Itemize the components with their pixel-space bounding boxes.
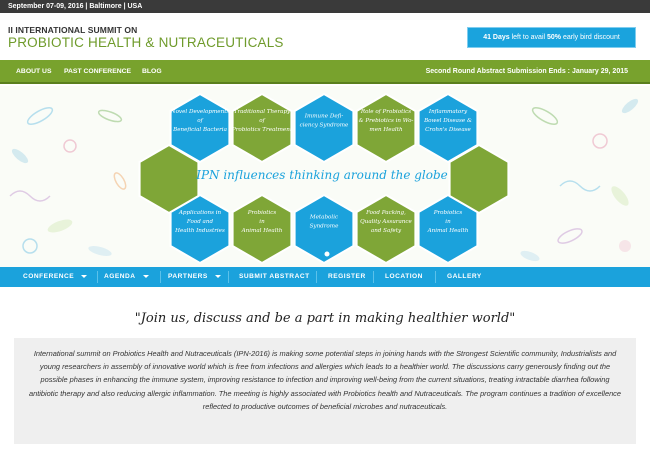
hexagon-label-line: in bbox=[259, 219, 265, 225]
event-date-location: September 07-09, 2016 | Baltimore | USA bbox=[8, 3, 143, 10]
topic-hexagon-top-2[interactable] bbox=[231, 92, 293, 164]
topic-hexagon-bottom-4[interactable] bbox=[355, 193, 417, 265]
hexagon-label-line: Food and bbox=[186, 219, 214, 225]
deadline-label: Second Round Abstract Submission Ends : bbox=[425, 68, 572, 75]
topic-hexagon-top-4[interactable] bbox=[355, 92, 417, 164]
hexagon-label-line: Crohn's Disease bbox=[425, 127, 471, 133]
secondary-nav: CONFERENCE AGENDA PARTNERS SUBMIT ABSTRA… bbox=[0, 267, 650, 287]
nav-partners[interactable]: PARTNERS bbox=[168, 267, 221, 287]
nav-divider bbox=[228, 271, 229, 283]
nav-conference[interactable]: CONFERENCE bbox=[23, 267, 88, 287]
hexagon-label-line: & Prebiotics in Wo- bbox=[359, 118, 414, 124]
nav-about-us[interactable]: ABOUT US bbox=[16, 68, 52, 75]
logo-line2[interactable]: PROBIOTIC HEALTH & NUTRACEUTICALS bbox=[8, 35, 284, 50]
promo-percent: 50% bbox=[547, 34, 562, 41]
hexagon-label-line: Traditional Therapy bbox=[234, 109, 291, 115]
hexagon-label-line: Food Packing, bbox=[365, 210, 406, 216]
nav-agenda[interactable]: AGENDA bbox=[104, 267, 149, 287]
topic-hexagons bbox=[138, 92, 510, 265]
chevron-down-icon bbox=[142, 274, 149, 278]
hexagon-label-line: Probiotics bbox=[247, 210, 277, 216]
hexagon-label-line: Inflammatory bbox=[428, 109, 468, 115]
hexagon-label-line: Probiotics bbox=[433, 210, 463, 216]
nav-divider bbox=[160, 271, 161, 283]
top-info-bar: September 07-09, 2016 | Baltimore | USA bbox=[0, 0, 650, 13]
topic-hexagon-bottom-2[interactable] bbox=[231, 193, 293, 265]
hexagon-label-line: Syndrome bbox=[310, 224, 340, 230]
hexagon-label-line: of bbox=[197, 118, 203, 124]
nav-divider bbox=[373, 271, 374, 283]
hexagon-label-line: Bowel Disease & bbox=[423, 118, 472, 124]
nav-conference-label: CONFERENCE bbox=[23, 273, 75, 280]
nav-divider bbox=[435, 271, 436, 283]
hexagon-label-line: Animal Health bbox=[241, 228, 283, 234]
hexagon-label-line: Novel Developments bbox=[170, 109, 230, 115]
hexagon-label-line: men Health bbox=[369, 127, 403, 133]
tagline: "Join us, discuss and be a part in makin… bbox=[134, 311, 516, 326]
hexagon-label-line: Health Industries bbox=[174, 228, 225, 234]
nav-past-conference[interactable]: PAST CONFERENCE bbox=[64, 68, 132, 75]
nav-register[interactable]: REGISTER bbox=[328, 273, 366, 280]
hexagon-label-line: Animal Health bbox=[427, 228, 469, 234]
early-bird-promo[interactable]: 41 Days left to avail 50% early bird dis… bbox=[467, 27, 636, 48]
nav-agenda-label: AGENDA bbox=[104, 273, 136, 280]
nav-divider bbox=[97, 271, 98, 283]
topic-hexagon-top-5[interactable] bbox=[417, 92, 479, 164]
logo-line1[interactable]: II INTERNATIONAL SUMMIT ON bbox=[8, 25, 138, 35]
site-header: II INTERNATIONAL SUMMIT ON PROBIOTIC HEA… bbox=[0, 13, 650, 60]
banner-slogan: IPN influences thinking around the globe bbox=[195, 168, 448, 182]
nav-partners-label: PARTNERS bbox=[168, 273, 208, 280]
hexagon-label-line: and Safety bbox=[371, 228, 402, 234]
hexagon-label-line: in bbox=[445, 219, 451, 225]
hexagon-label-line: Role of Probiotics bbox=[360, 109, 411, 115]
hexagon-label-line: Applications in bbox=[178, 210, 222, 216]
nav-divider bbox=[316, 271, 317, 283]
promo-days: 41 Days bbox=[483, 34, 510, 41]
nav-submit-abstract[interactable]: SUBMIT ABSTRACT bbox=[239, 273, 310, 280]
chevron-down-icon bbox=[214, 274, 221, 278]
abstract-deadline: Second Round Abstract Submission Ends : … bbox=[426, 68, 628, 75]
primary-nav: ABOUT US PAST CONFERENCE BLOG Second Rou… bbox=[0, 60, 650, 84]
topic-hexagon-top-3[interactable] bbox=[293, 92, 355, 164]
hexagon-label-line: Immune Defi- bbox=[304, 114, 344, 120]
deadline-date: January 29, 2015 bbox=[571, 68, 628, 75]
hexagon-label-line: Metabolic bbox=[309, 215, 339, 221]
promo-end: early bird discount bbox=[561, 34, 620, 41]
hexagon-label-line: Quality Assurance bbox=[360, 219, 412, 225]
hexagon-label-line: Beneficial Bacteria bbox=[172, 127, 227, 133]
nav-location[interactable]: LOCATION bbox=[385, 273, 423, 280]
microbe-decoration bbox=[9, 98, 639, 262]
decorative-hexagon-right bbox=[448, 143, 510, 215]
nav-blog[interactable]: BLOG bbox=[142, 68, 162, 75]
topic-hexagon-top-1[interactable] bbox=[169, 92, 231, 164]
promo-mid: left to avail bbox=[509, 34, 548, 41]
slider-dot[interactable] bbox=[324, 251, 330, 257]
topic-hexagon-bottom-3[interactable] bbox=[293, 193, 355, 265]
nav-gallery[interactable]: GALLERY bbox=[447, 273, 482, 280]
decorative-hexagon-left bbox=[138, 143, 200, 215]
hexagon-label-line: ciency Syndrome bbox=[300, 123, 349, 129]
hexagon-label-line: of bbox=[259, 118, 265, 124]
about-summary: International summit on Probiotics Healt… bbox=[14, 338, 636, 444]
chevron-down-icon bbox=[81, 274, 88, 278]
hexagon-label-line: Probiotics Treatment bbox=[231, 127, 293, 133]
